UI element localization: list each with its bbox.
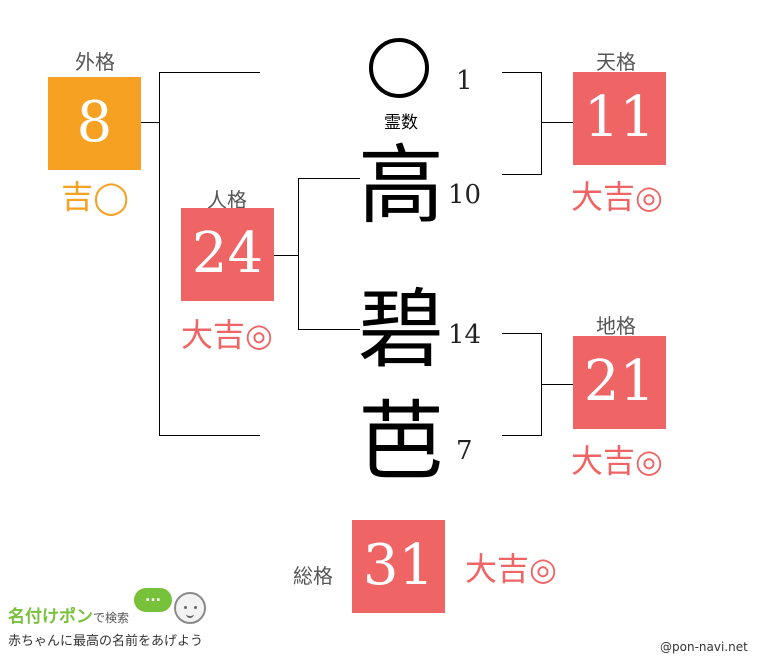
baby-face-icon [174, 592, 206, 624]
name-char-1-stroke: 10 [448, 180, 482, 210]
jinkaku-number-box: 24 [181, 208, 274, 301]
logo-search-text: で検索 [93, 611, 130, 625]
gaikaku-bracket-top [159, 72, 260, 73]
baby-eye-left-icon [184, 606, 187, 609]
jinkaku-connector [274, 255, 299, 256]
jinkaku-bracket-bottom [298, 329, 360, 330]
gaikaku-bracket-vertical [159, 72, 160, 436]
logo-tagline: 赤ちゃんに最高の名前をあげよう [8, 634, 204, 649]
site-credit[interactable]: @pon-navi.net [660, 640, 748, 654]
name-char-1: 高 [358, 136, 444, 236]
logo-title-text: 名付けポン [8, 607, 93, 627]
tenkaku-bracket-top [502, 72, 542, 73]
reisu-label: 霊数 [384, 113, 418, 133]
soukaku-fortune: 大吉◎ [465, 550, 557, 588]
chat-bubble-icon: ... [134, 588, 172, 612]
chikaku-label: 地格 [596, 314, 636, 338]
tenkaku-fortune: 大吉◎ [571, 178, 663, 216]
chikaku-number-box: 21 [573, 336, 666, 429]
name-char-2-stroke: 14 [448, 320, 482, 350]
baby-mouth-icon [186, 612, 194, 618]
jinkaku-fortune: 大吉◎ [181, 316, 273, 354]
logo-title: 名付けポンで検索 [8, 602, 129, 627]
name-char-2: 碧 [358, 280, 444, 380]
reisu-circle-icon [369, 38, 429, 98]
soukaku-number-box: 31 [352, 520, 445, 613]
chikaku-bracket-bottom [502, 435, 542, 436]
chikaku-fortune: 大吉◎ [571, 442, 663, 480]
gaikaku-label: 外格 [75, 50, 115, 74]
jinkaku-bracket-top [298, 178, 360, 179]
name-char-3-stroke: 7 [456, 436, 473, 466]
gaikaku-bracket-bottom [159, 435, 260, 436]
tenkaku-bracket-vertical [541, 72, 542, 175]
reisu-stroke: 1 [456, 66, 473, 96]
gaikaku-fortune: 吉◯ [61, 178, 129, 216]
jinkaku-bracket-vertical [298, 178, 299, 330]
tenkaku-label: 天格 [596, 50, 636, 74]
chikaku-connector [541, 384, 573, 385]
tenkaku-connector [541, 122, 573, 123]
gaikaku-number-box: 8 [48, 77, 141, 170]
gaikaku-connector [141, 122, 160, 123]
baby-eye-right-icon [194, 606, 197, 609]
name-char-3: 芭 [358, 392, 444, 492]
chikaku-bracket-top [502, 333, 542, 334]
chat-bubble-text: ... [145, 589, 161, 605]
logo[interactable]: 名付けポンで検索 ... 赤ちゃんに最高の名前をあげよう [8, 588, 228, 658]
tenkaku-bracket-bottom [502, 174, 542, 175]
tenkaku-number-box: 11 [573, 72, 666, 165]
soukaku-label: 総格 [293, 564, 333, 588]
